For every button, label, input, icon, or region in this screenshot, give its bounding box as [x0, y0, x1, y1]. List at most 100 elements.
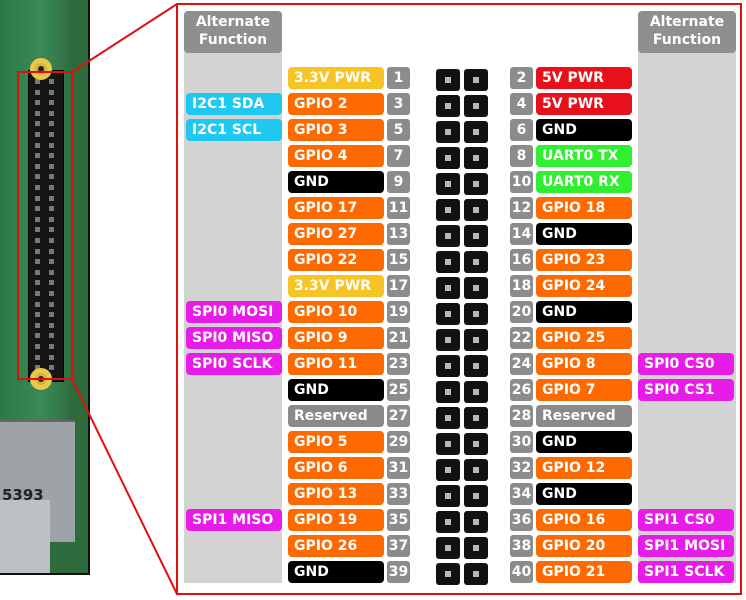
left-pin-number: 13: [387, 223, 410, 245]
right-pin-number: 30: [510, 431, 533, 453]
board-pinhole: [35, 153, 40, 159]
right-pin-number: 18: [510, 275, 533, 297]
pin-metal: [473, 155, 479, 161]
header-pin-odd: [436, 147, 460, 169]
right-alt-header-text: Alternate Function: [649, 14, 725, 48]
pin-header-connector: [434, 66, 488, 586]
right-pin-number: 28: [510, 405, 533, 427]
header-pin-odd: [436, 355, 460, 377]
pin-metal: [473, 363, 479, 369]
header-pin-odd: [436, 433, 460, 455]
board-pinhole: [35, 79, 40, 84]
pin-metal: [473, 129, 479, 135]
board-pinhole: [35, 132, 40, 137]
pin-metal: [473, 207, 479, 213]
board-pinhole: [49, 280, 54, 286]
pin-metal: [445, 467, 451, 473]
left-pin-number: 37: [387, 535, 410, 557]
left-pin-number: 7: [387, 145, 410, 167]
right-pin-label: GND: [536, 431, 632, 453]
pin-metal: [445, 103, 451, 109]
header-pin-odd: [436, 381, 460, 403]
pin-metal: [473, 259, 479, 265]
left-pin-label: GPIO 4: [288, 145, 384, 167]
board-pinhole: [35, 312, 40, 318]
header-pin-even: [464, 433, 488, 455]
pin-metal: [445, 285, 451, 291]
board-pinhole: [49, 248, 54, 254]
right-pin-number: 22: [510, 327, 533, 349]
pin-metal: [473, 233, 479, 239]
left-pin-label: GND: [288, 171, 384, 193]
pin-metal: [445, 571, 451, 577]
left-pin-number: 29: [387, 431, 410, 453]
header-pin-even: [464, 173, 488, 195]
pin-metal: [445, 441, 451, 447]
left-pin-number: 11: [387, 197, 410, 219]
raspberry-pi-board-photo: 5393: [0, 0, 90, 575]
board-pinhole: [49, 206, 54, 212]
pin-metal: [445, 519, 451, 525]
left-pin-number: 23: [387, 353, 410, 375]
left-pin-label: Reserved: [288, 405, 384, 427]
header-pin-even: [464, 121, 488, 143]
board-pinhole: [49, 185, 54, 190]
pin-metal: [473, 415, 479, 421]
board-chip-text: 5393: [2, 486, 44, 504]
left-pin-label: GPIO 6: [288, 457, 384, 479]
pin-metal: [473, 571, 479, 577]
right-pin-number: 16: [510, 249, 533, 271]
pin-metal: [473, 467, 479, 473]
pin-metal: [445, 155, 451, 161]
pin-metal: [473, 519, 479, 525]
board-pinhole: [35, 344, 40, 349]
board-pinhole: [35, 142, 40, 148]
left-pin-number: 5: [387, 119, 410, 141]
left-pin-number: 35: [387, 509, 410, 531]
left-alt-function: I2C1 SDA: [186, 93, 282, 115]
board-pinhole: [49, 121, 54, 127]
board-pinhole: [35, 238, 40, 243]
right-pin-label: GPIO 16: [536, 509, 632, 531]
header-pin-even: [464, 251, 488, 273]
board-pinhole: [35, 89, 40, 95]
right-pin-number: 4: [510, 93, 533, 115]
right-pin-number: 36: [510, 509, 533, 531]
right-pin-label: 5V PWR: [536, 93, 632, 115]
pin-metal: [473, 545, 479, 551]
board-pinhole: [35, 163, 40, 169]
right-alt-function: SPI1 SCLK: [638, 561, 734, 583]
header-pin-even: [464, 277, 488, 299]
right-alt-function: SPI1 CS0: [638, 509, 734, 531]
pin-metal: [473, 103, 479, 109]
header-pin-even: [464, 225, 488, 247]
right-pin-label: GND: [536, 223, 632, 245]
board-pinhole: [49, 195, 54, 201]
callout-line-top: [71, 3, 178, 73]
left-pin-label: GPIO 27: [288, 223, 384, 245]
board-pinhole: [35, 195, 40, 201]
right-pin-number: 8: [510, 145, 533, 167]
header-pin-odd: [436, 485, 460, 507]
right-pin-label: GPIO 7: [536, 379, 632, 401]
right-pin-label: GND: [536, 301, 632, 323]
board-gpio-header: [28, 70, 64, 382]
left-pin-number: 27: [387, 405, 410, 427]
pin-metal: [445, 415, 451, 421]
right-pin-label: GPIO 25: [536, 327, 632, 349]
board-pinhole: [35, 100, 40, 106]
left-pin-label: GPIO 22: [288, 249, 384, 271]
left-pin-number: 1: [387, 67, 410, 89]
board-pinhole: [49, 322, 54, 328]
right-pin-number: 20: [510, 301, 533, 323]
board-pinhole: [35, 291, 40, 296]
board-pinhole: [49, 110, 54, 116]
left-pin-number: 39: [387, 561, 410, 583]
left-alt-function-header: Alternate Function: [184, 11, 282, 53]
right-pin-label: GPIO 23: [536, 249, 632, 271]
board-pinhole: [35, 333, 40, 339]
header-pin-odd: [436, 277, 460, 299]
pin-metal: [445, 233, 451, 239]
board-pinhole: [35, 280, 40, 286]
pin-metal: [445, 545, 451, 551]
